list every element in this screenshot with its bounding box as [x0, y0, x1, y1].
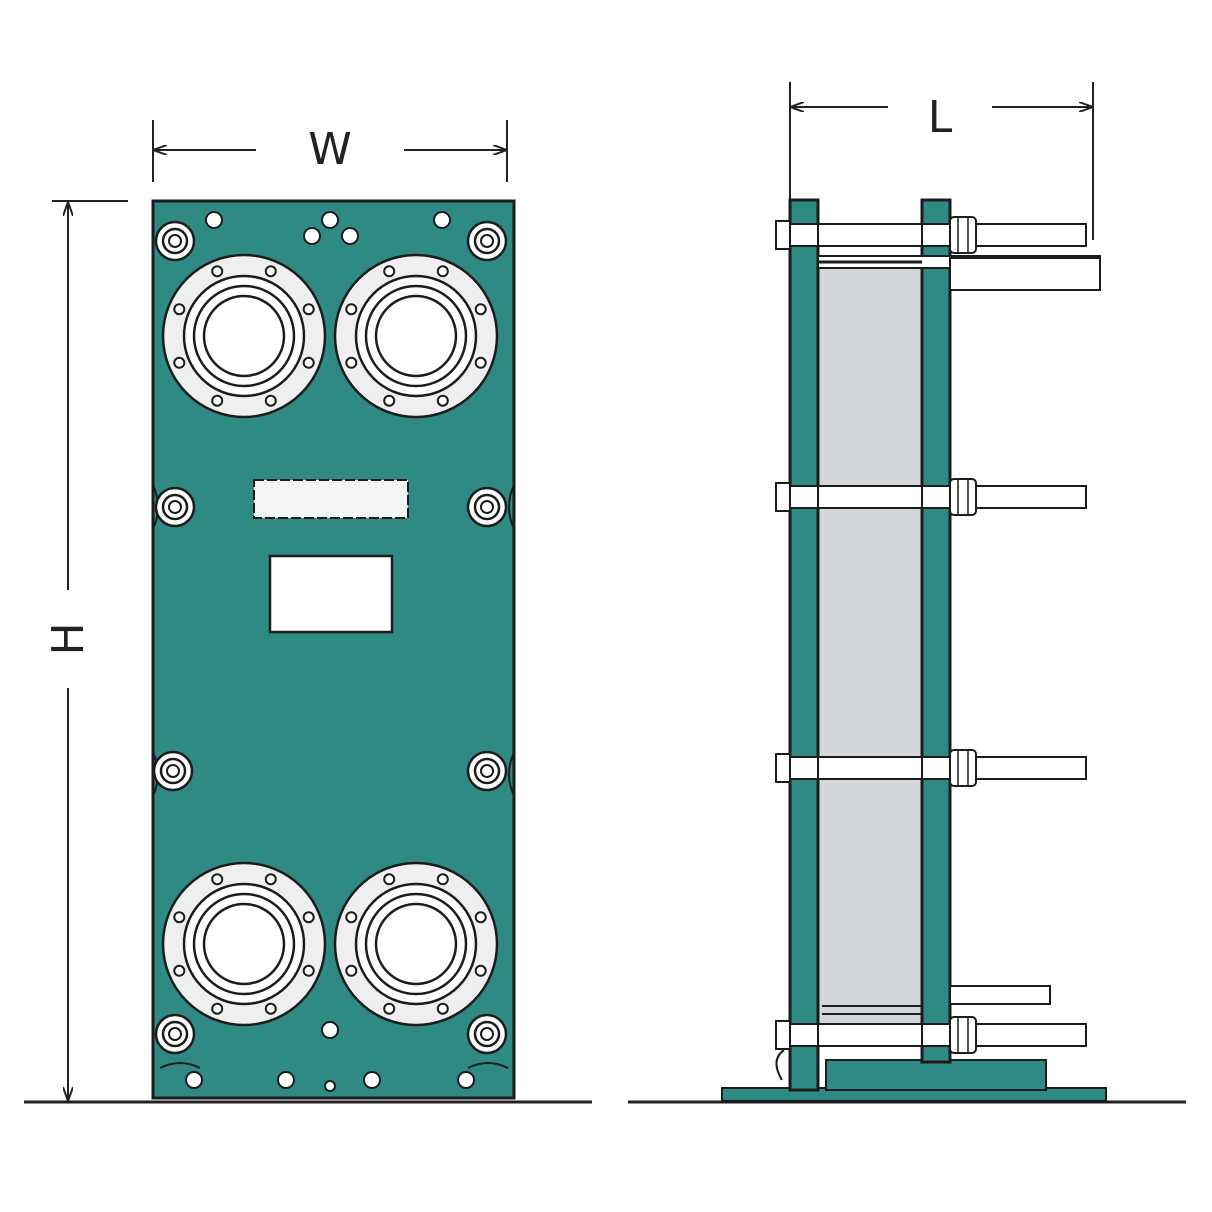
nameplate: [268, 554, 394, 634]
flange-bolt-hole: [173, 911, 186, 924]
flange-bolt-hole: [383, 394, 396, 407]
guide-bolt-5: [152, 750, 194, 792]
width-label: W: [308, 124, 352, 175]
fixed-frame: [788, 198, 820, 1092]
flange-bolt-hole: [345, 964, 358, 977]
flange-bolt-hole: [436, 1002, 449, 1015]
tie-rod-nut: [949, 216, 977, 254]
flange-bolt-hole: [345, 911, 358, 924]
flange-bolt-hole: [302, 964, 315, 977]
flange-bolt-hole: [474, 356, 487, 369]
flange-bolt-hole: [345, 303, 358, 316]
flange-bolt-hole: [383, 1002, 396, 1015]
flange-bolt-hole: [264, 1002, 277, 1015]
flange-bolt-hole: [302, 303, 315, 316]
guide-bolt-8: [466, 1013, 508, 1055]
bottom-small-holes: [185, 1021, 475, 1092]
tie-bolts: [775, 216, 1087, 1054]
tie-rod-head: [775, 753, 791, 783]
tie-rod-head: [775, 482, 791, 512]
flange-bolt-hole: [173, 964, 186, 977]
tie-rod-nut: [949, 749, 977, 787]
port-flange-4: [333, 861, 499, 1027]
port-flange-2: [333, 253, 499, 419]
tie-rod-head: [775, 1020, 791, 1050]
dimension-width: W: [152, 120, 508, 182]
flange-bolt-hole: [302, 356, 315, 369]
tie-bolt-row-2: [775, 478, 1087, 516]
flange-bolt-hole: [264, 394, 277, 407]
guide-bolt-6: [466, 750, 508, 792]
front-view: [151, 199, 516, 1100]
label-strip: [253, 479, 409, 519]
tie-rod: [779, 1023, 1087, 1047]
guide-bolts: [152, 220, 508, 1055]
flange-bolt-hole: [211, 1002, 224, 1015]
tie-rod-nut: [949, 1016, 977, 1054]
flange-bolt-hole: [383, 873, 396, 886]
port-flange-3: [161, 861, 327, 1027]
flange-bolt-hole: [436, 394, 449, 407]
support-rod: [949, 985, 1051, 1005]
guide-bolt-2: [466, 220, 508, 262]
dimension-height: H: [43, 200, 128, 1099]
flange-bolt-hole: [436, 265, 449, 278]
side-view: [721, 198, 1107, 1102]
flange-bolt-hole: [211, 394, 224, 407]
length-label: L: [928, 92, 953, 143]
tie-rod-head: [775, 220, 791, 250]
tie-bolt-row-3: [775, 749, 1087, 787]
port-flanges: [161, 253, 499, 1027]
height-label: H: [43, 622, 94, 655]
pressure-plate: [920, 198, 952, 1064]
guide-bolt-7: [154, 1013, 196, 1055]
flange-bolt-hole: [474, 303, 487, 316]
flange-bolt-hole: [173, 303, 186, 316]
flange-bolt-hole: [211, 265, 224, 278]
flange-bolt-hole: [345, 356, 358, 369]
guide-bolt-4: [466, 486, 508, 528]
flange-bolt-hole: [264, 265, 277, 278]
flange-bolt-hole: [383, 265, 396, 278]
flange-bolt-hole: [173, 356, 186, 369]
base-block: [825, 1059, 1047, 1091]
flange-bolt-hole: [436, 873, 449, 886]
guide-bolt-1: [154, 220, 196, 262]
tie-bolt-row-4: [775, 1016, 1087, 1054]
flange-bolt-hole: [302, 911, 315, 924]
tie-rod: [779, 756, 1087, 780]
tie-rod: [779, 485, 1087, 509]
flange-bolt-hole: [211, 873, 224, 886]
top-small-holes: [205, 211, 451, 245]
tie-rod-nut: [949, 478, 977, 516]
tie-rod: [779, 223, 1087, 247]
guide-bolt-3: [154, 486, 196, 528]
flange-bolt-hole: [474, 964, 487, 977]
port-flange-1: [161, 253, 327, 419]
flange-bolt-hole: [264, 873, 277, 886]
flange-bolt-hole: [474, 911, 487, 924]
dimension-length: L: [789, 82, 1094, 240]
tie-bolt-row-1: [775, 216, 1087, 254]
plate-pack: [817, 264, 923, 1041]
